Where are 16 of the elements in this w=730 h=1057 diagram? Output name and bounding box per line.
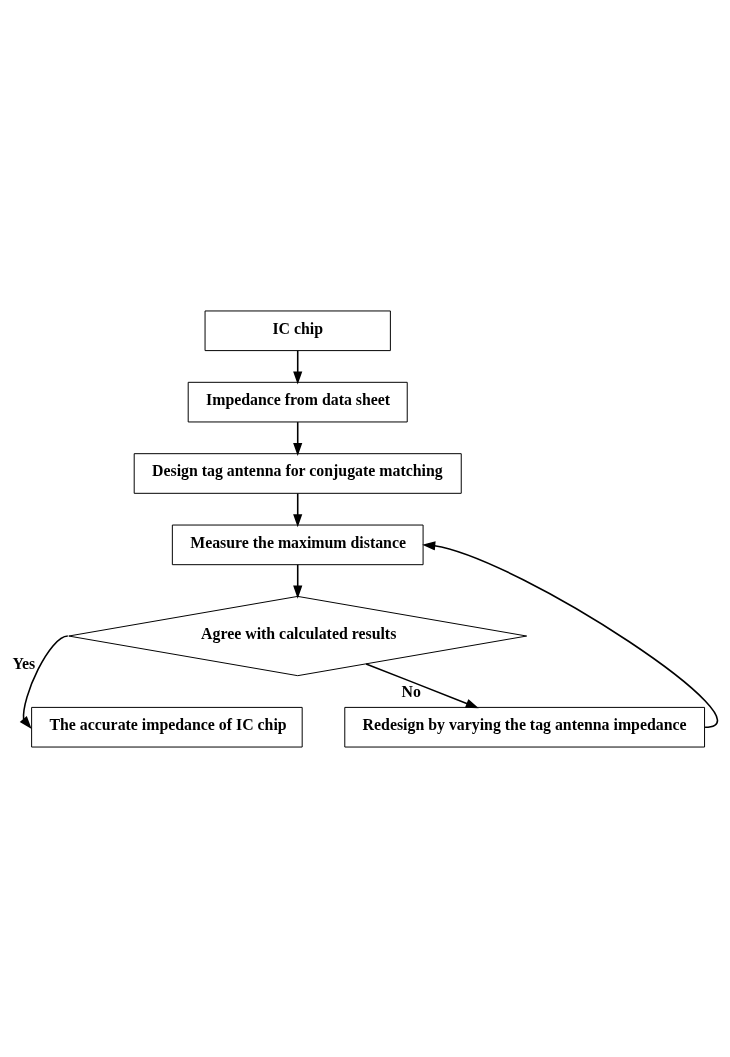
node-box: Impedance from data sheet bbox=[187, 381, 408, 422]
edge-label: Yes bbox=[12, 654, 36, 672]
arrow bbox=[365, 662, 479, 708]
node-box: The accurate impedance of IC chip bbox=[31, 706, 303, 748]
arrow bbox=[19, 634, 69, 729]
node-box: Redesign by varying the tag antenna impedance bbox=[344, 706, 706, 748]
arrow bbox=[293, 563, 303, 599]
node-box: IC chip bbox=[204, 309, 391, 351]
node-box: Measure the maximum distance bbox=[171, 524, 424, 565]
arrow bbox=[293, 420, 303, 456]
arrow bbox=[293, 492, 303, 527]
arrow bbox=[293, 349, 303, 385]
edge-label: No bbox=[401, 682, 421, 700]
node-diamond: Agree with calculated results bbox=[68, 595, 528, 676]
node-box: Design tag antenna for conjugate matching bbox=[133, 452, 462, 494]
arrow bbox=[422, 540, 718, 728]
